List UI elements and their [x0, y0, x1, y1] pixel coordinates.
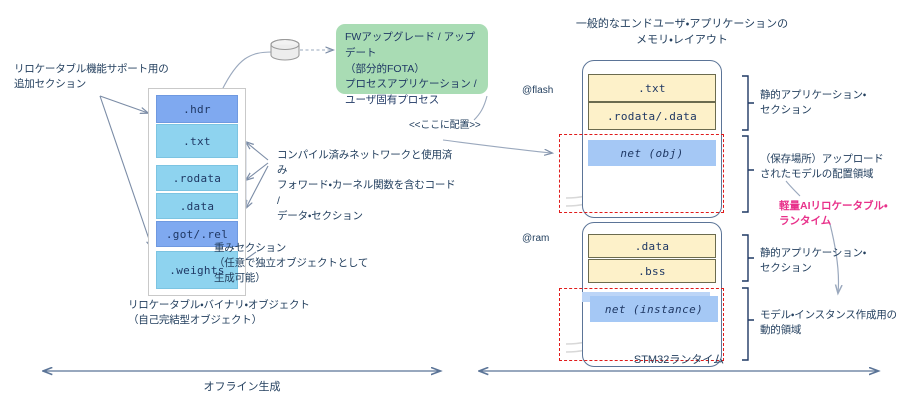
ram-row-data[interactable]: .data [588, 234, 716, 258]
fw-upgrade-callout: FWアップグレード / アップデート （部分的FOTA） プロセスアプリケーショ… [336, 24, 488, 106]
section-rodata[interactable]: .rodata [156, 165, 238, 191]
brace-flash-static [742, 75, 754, 131]
ram-net-instance-row[interactable]: net (instance) [590, 296, 718, 322]
annotation-extra-sections: リロケータブル機能サポート用の 追加セクション [14, 63, 169, 91]
brace-ram-static [742, 234, 754, 282]
axis-label-stm32-runtime: STM32ランタイム [633, 354, 725, 366]
flash-row-rodata-data[interactable]: .rodata/.data [588, 102, 716, 130]
section-hdr[interactable]: .hdr [156, 95, 238, 123]
brace-flash-dynamic [742, 135, 754, 213]
arrow-runtime-to-ram-zone [829, 223, 839, 293]
section-got-rel[interactable]: .got/.rel [156, 221, 238, 247]
arrow-object-to-storage [221, 51, 273, 91]
relocatable-object-caption: リロケータブル・バイナリ・オブジェクト （自己完結型オブジェクト） [128, 299, 310, 327]
arrow-code-data-sections [246, 141, 269, 209]
section-txt[interactable]: .txt [156, 124, 238, 158]
ram-static-label: 静的アプリケーション・ セクション [760, 247, 867, 275]
annotation-weights-section: 重みセクション （任意で独立オブジェクトとして 生成可能） [214, 242, 369, 285]
memory-layout-title: 一般的なエンドユーザ・アプリケーションの メモリ・レイアウト [575, 18, 789, 46]
placement-note: <<ここに配置>> [409, 120, 481, 131]
flash-row-txt[interactable]: .txt [588, 74, 716, 102]
lightweight-ai-runtime-note: 軽量AIリロケータブル・ ランタイム [779, 200, 888, 228]
flash-tag: @flash [522, 85, 554, 96]
section-weights[interactable]: .weights [156, 251, 238, 289]
arrow-placement-to-netobj [442, 139, 552, 153]
flash-net-obj-row[interactable]: net (obj) [588, 140, 716, 166]
ram-row-bss[interactable]: .bss [588, 259, 716, 283]
arrow-extra-sections-hdr [99, 95, 152, 248]
ram-dynamic-label: モデル・インスタンス作成用の 動的領域 [760, 309, 897, 337]
arrow-callout-to-placement [473, 95, 488, 121]
annotation-code-data-sections: コンパイル済みネットワークと使用済み フォワード・カーネル関数を含むコード / … [277, 149, 456, 222]
section-data[interactable]: .data [156, 193, 238, 219]
flash-static-label: 静的アプリケーション・ セクション [760, 89, 867, 117]
storage-cylinder-icon [268, 38, 302, 64]
arrow-runtime-to-flash-zone [785, 180, 801, 197]
brace-ram-dynamic [742, 287, 754, 361]
ram-tag: @ram [522, 233, 550, 244]
axis-label-offline-generation: オフライン生成 [203, 381, 281, 393]
flash-dynamic-label: （保存場所）アップロード されたモデルの配置領域 [760, 153, 884, 181]
